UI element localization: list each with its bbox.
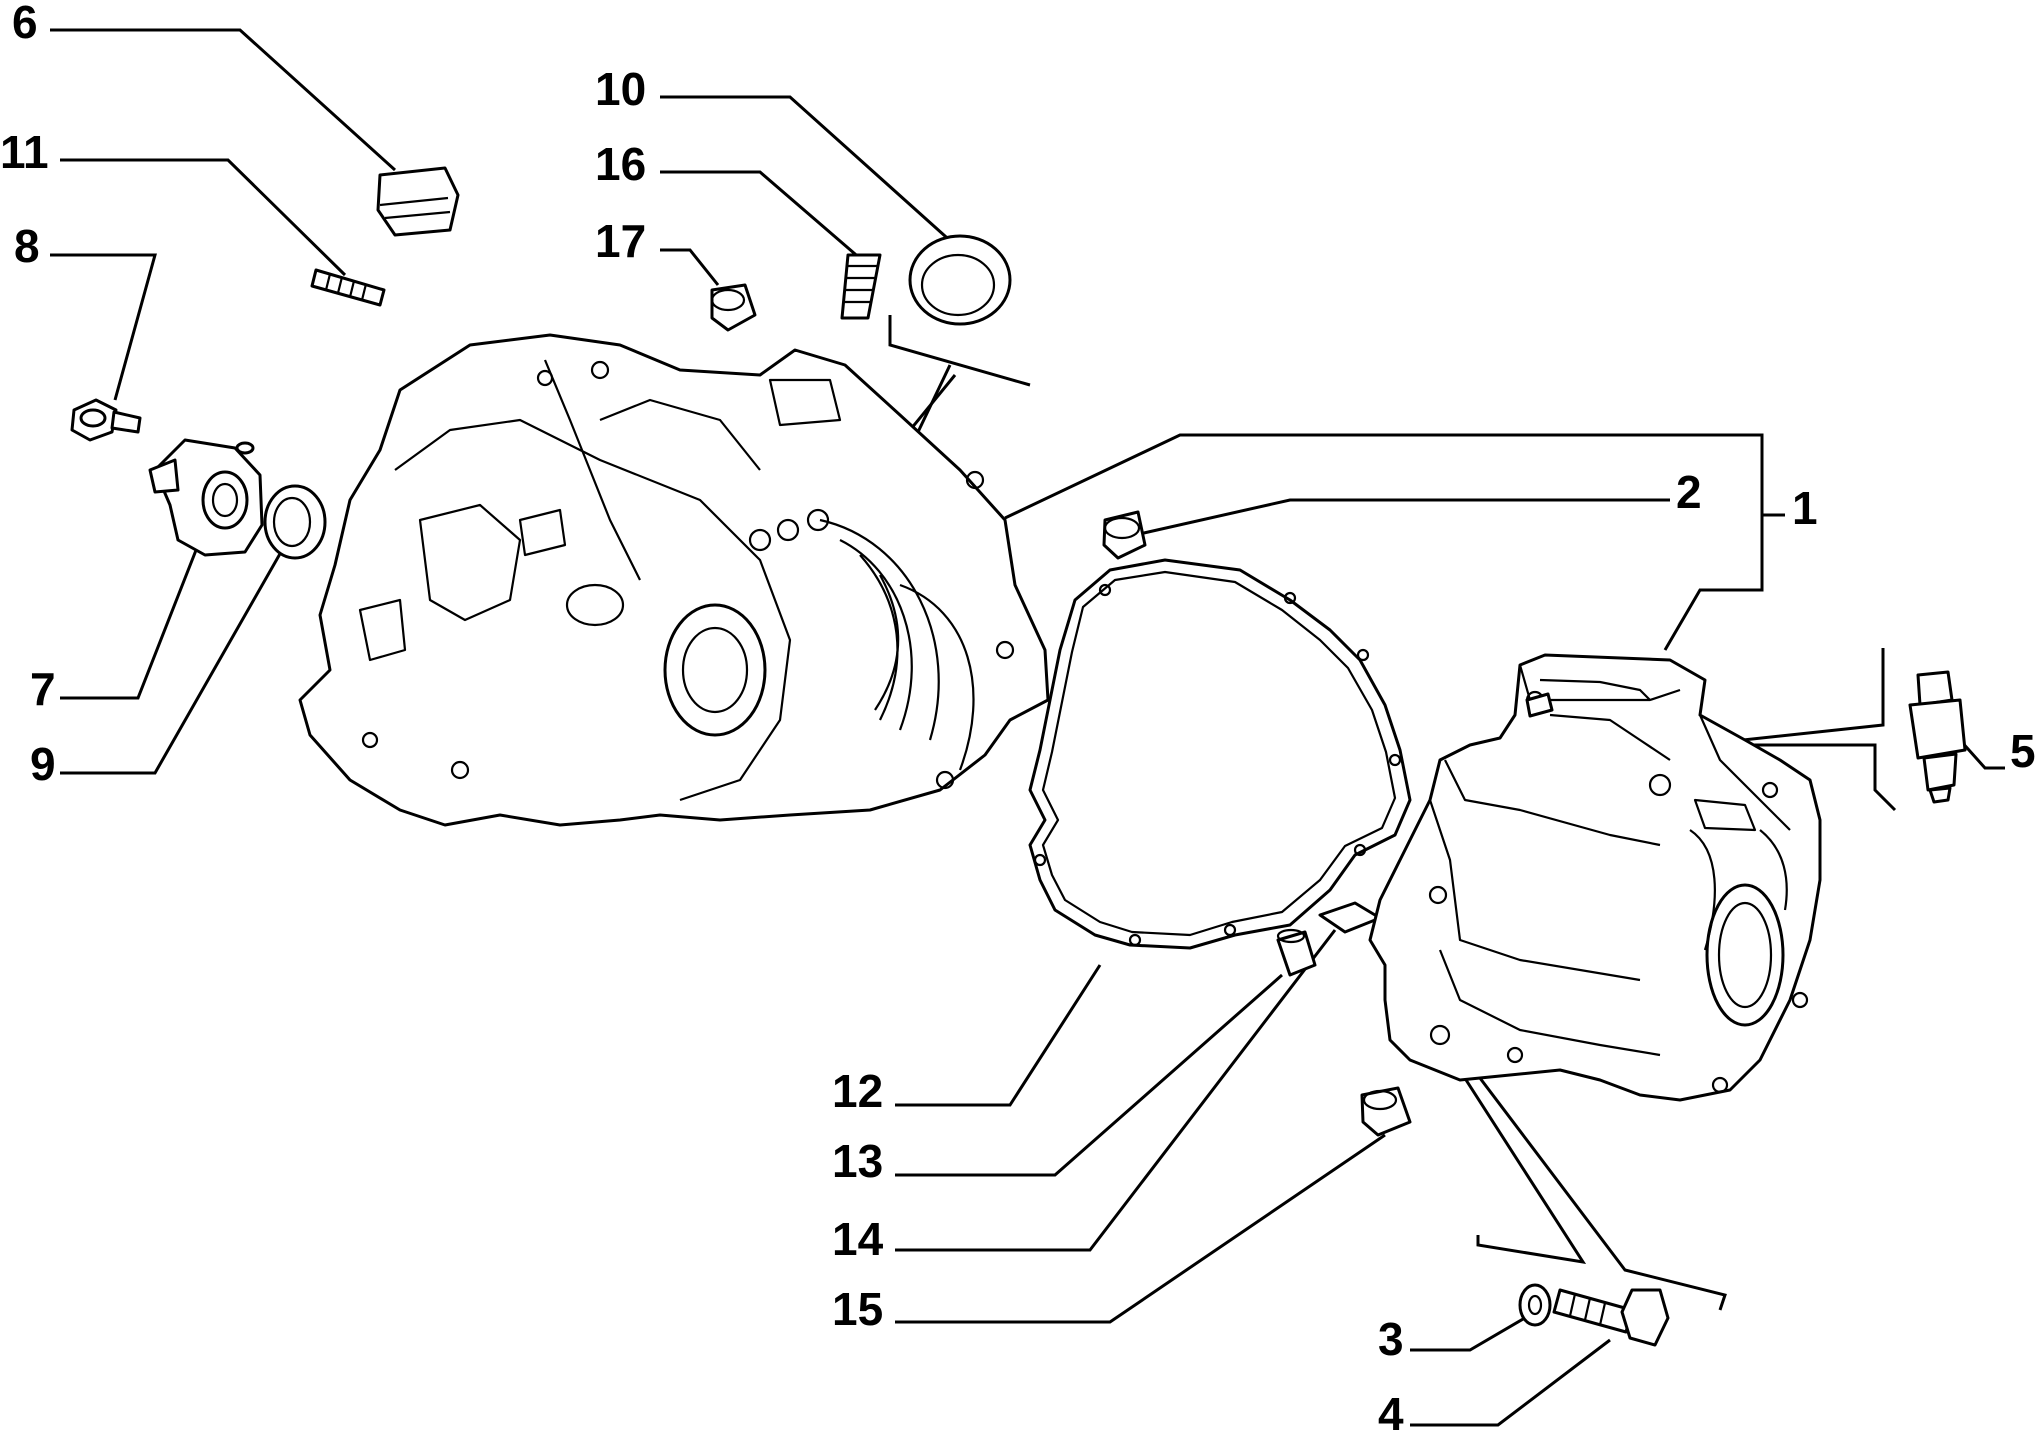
part-5-switch — [1908, 670, 1967, 804]
callout-14: 14 — [832, 1213, 884, 1265]
part-12-gasket — [1028, 558, 1412, 950]
leader-13 — [895, 973, 1283, 1177]
part-7-bearing-cover — [148, 438, 264, 557]
callout-8: 8 — [14, 220, 40, 272]
leader-lines — [50, 28, 2005, 1427]
leader-16 — [660, 170, 863, 262]
callout-15: 15 — [832, 1283, 883, 1335]
callout-4: 4 — [1378, 1388, 1404, 1435]
leader-1 — [1004, 433, 1785, 520]
callout-10: 10 — [595, 63, 646, 115]
callout-3: 3 — [1378, 1313, 1404, 1365]
leader-2 — [1134, 498, 1670, 537]
callout-13: 13 — [832, 1135, 883, 1187]
leader-9 — [60, 544, 287, 775]
leader-15 — [895, 1133, 1386, 1324]
leader-4 — [1410, 1338, 1611, 1427]
leader-1-lower — [1663, 515, 1764, 651]
part-1-gearbox-casing — [1368, 653, 1822, 1102]
part-8-flange-bolt — [70, 398, 142, 442]
callout-1: 1 — [1792, 482, 1818, 534]
callout-5: 5 — [2010, 725, 2036, 777]
leader-14 — [895, 929, 1337, 1252]
leader-6 — [50, 28, 397, 172]
callout-11: 11 — [0, 126, 49, 178]
leader-11 — [60, 158, 347, 277]
part-17-plug — [710, 283, 757, 332]
part-4-hex-bolt — [1552, 1288, 1670, 1347]
part-13-dowel — [1276, 928, 1317, 977]
callout-6: 6 — [12, 0, 38, 48]
part-9-seal-ring — [263, 484, 327, 560]
callout-16: 16 — [595, 138, 646, 190]
leader-10-hub — [888, 315, 1031, 387]
leader-3 — [1410, 1313, 1531, 1352]
part-2-plug — [1102, 510, 1147, 560]
callout-9: 9 — [30, 738, 56, 790]
callout-17: 17 — [595, 215, 646, 267]
part-11-stud — [310, 268, 386, 307]
leader-10 — [660, 95, 957, 247]
leader-7 — [60, 539, 202, 700]
leader-8 — [50, 253, 157, 401]
callout-12: 12 — [832, 1065, 883, 1117]
leader-17 — [660, 248, 720, 286]
leader-12 — [895, 964, 1102, 1107]
part-16-threaded-stud — [840, 253, 882, 320]
clutch-housing — [298, 333, 1050, 827]
part-15-drain-plug — [1360, 1086, 1412, 1137]
leader-5 — [1958, 739, 2005, 770]
part-3-washer — [1518, 1283, 1552, 1327]
leader-5-bracket-b — [1700, 743, 1897, 812]
leader-3-bracket — [1448, 1054, 1587, 1265]
callout-7: 7 — [30, 663, 56, 715]
part-14-gasket-pad — [1318, 901, 1382, 934]
callout-2: 2 — [1676, 466, 1702, 518]
leader-4-bracket — [1453, 1044, 1727, 1311]
part-10-oil-seal — [908, 234, 1012, 326]
part-6-cap — [376, 166, 460, 237]
